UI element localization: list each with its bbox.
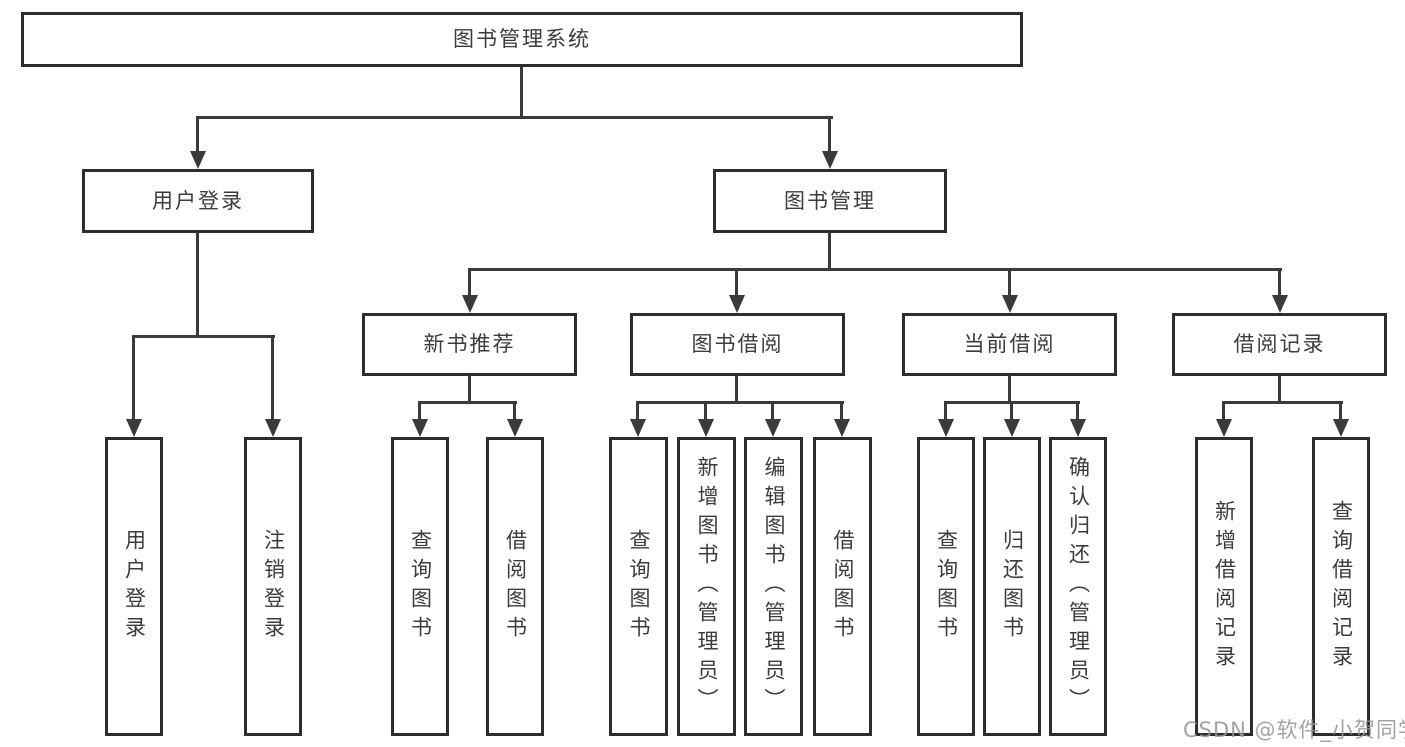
node-library-management-system: 图书管理系统 [21, 12, 1023, 67]
leaf-user-login: 用户登录 [105, 437, 163, 736]
connector-line [468, 375, 471, 403]
leaf-edit-books-admin: 编辑图书（管理员） [744, 437, 803, 736]
csdn-watermark: CSDN @软件_小贺同学 [1183, 718, 1405, 742]
connector-line [132, 335, 275, 338]
arrowhead-down-icon [190, 151, 206, 169]
leaf-label: 查询图书 [408, 528, 433, 645]
connector-line [636, 401, 639, 421]
leaf-label: 归还图书 [1000, 528, 1025, 645]
connector-line [735, 268, 738, 297]
leaf-label: 查询图书 [934, 528, 959, 645]
node-borrowing-records: 借阅记录 [1172, 313, 1387, 376]
leaf-label: 用户登录 [122, 528, 147, 645]
connector-line [828, 232, 831, 270]
arrowhead-down-icon [1333, 419, 1349, 437]
arrowhead-down-icon [1216, 419, 1232, 437]
connector-line [636, 401, 844, 404]
leaf-query-books-recommend: 查询图书 [391, 437, 449, 736]
leaf-logout: 注销登录 [244, 437, 302, 736]
connector-line [840, 401, 843, 421]
arrowhead-down-icon [1272, 295, 1288, 313]
connector-line [771, 401, 774, 421]
arrowhead-down-icon [729, 295, 745, 313]
leaf-label: 注销登录 [261, 528, 286, 645]
arrowhead-down-icon [938, 419, 954, 437]
leaf-add-borrow-record: 新增借阅记录 [1195, 437, 1253, 736]
arrowhead-down-icon [1004, 419, 1020, 437]
connector-line [197, 116, 833, 119]
node-current-borrowing: 当前借阅 [902, 313, 1117, 376]
arrowhead-down-icon [462, 295, 478, 313]
connector-line [418, 401, 517, 404]
connector-line [828, 116, 831, 153]
connector-line [271, 335, 274, 419]
arrowhead-down-icon [765, 419, 781, 437]
connector-line [944, 401, 947, 421]
connector-line [1222, 401, 1343, 404]
connector-line [196, 232, 199, 337]
arrowhead-down-icon [1002, 295, 1018, 313]
leaf-label: 借阅图书 [503, 528, 528, 645]
connector-line [735, 375, 738, 403]
connector-line [1222, 401, 1225, 421]
connector-line [1278, 375, 1281, 403]
connector-line [1278, 268, 1281, 297]
leaf-return-books: 归还图书 [983, 437, 1041, 736]
leaf-borrow-books: 借阅图书 [813, 437, 872, 736]
connector-line [196, 116, 199, 153]
arrowhead-down-icon [265, 419, 281, 437]
arrowhead-down-icon [630, 419, 646, 437]
connector-line [468, 268, 1282, 271]
connector-line [1008, 268, 1011, 297]
arrowhead-down-icon [126, 419, 142, 437]
connector-line [1339, 401, 1342, 421]
node-book-borrowing: 图书借阅 [630, 313, 845, 376]
leaf-label: 借阅图书 [831, 528, 855, 645]
node-user-login: 用户登录 [82, 169, 314, 233]
leaf-label: 编辑图书（管理员） [762, 456, 786, 717]
leaf-label: 查询借阅记录 [1329, 499, 1354, 674]
leaf-query-books-current: 查询图书 [917, 437, 975, 736]
connector-line [132, 335, 135, 419]
connector-line [468, 268, 471, 297]
connector-line [520, 67, 523, 118]
arrowhead-down-icon [412, 419, 428, 437]
node-book-management: 图书管理 [713, 169, 947, 233]
arrowhead-down-icon [507, 419, 523, 437]
leaf-confirm-return-admin: 确认归还（管理员） [1049, 437, 1107, 736]
leaf-label: 新增图书（管理员） [695, 456, 719, 717]
leaf-label: 查询图书 [627, 528, 651, 645]
arrowhead-down-icon [834, 419, 850, 437]
connector-line [704, 401, 707, 421]
leaf-query-books-borrowing: 查询图书 [609, 437, 668, 736]
connector-line [418, 401, 421, 421]
leaf-query-borrow-record: 查询借阅记录 [1312, 437, 1370, 736]
arrowhead-down-icon [1070, 419, 1086, 437]
leaf-borrow-books-recommend: 借阅图书 [486, 437, 544, 736]
node-new-book-recommend: 新书推荐 [362, 313, 577, 376]
connector-line [1076, 401, 1079, 421]
connector-line [513, 401, 516, 421]
connector-line [1010, 401, 1013, 421]
leaf-add-books-admin: 新增图书（管理员） [677, 437, 736, 736]
connector-line [1008, 375, 1011, 403]
arrowhead-down-icon [698, 419, 714, 437]
leaf-label: 确认归还（管理员） [1066, 456, 1091, 717]
arrowhead-down-icon [822, 151, 838, 169]
leaf-label: 新增借阅记录 [1212, 499, 1237, 674]
